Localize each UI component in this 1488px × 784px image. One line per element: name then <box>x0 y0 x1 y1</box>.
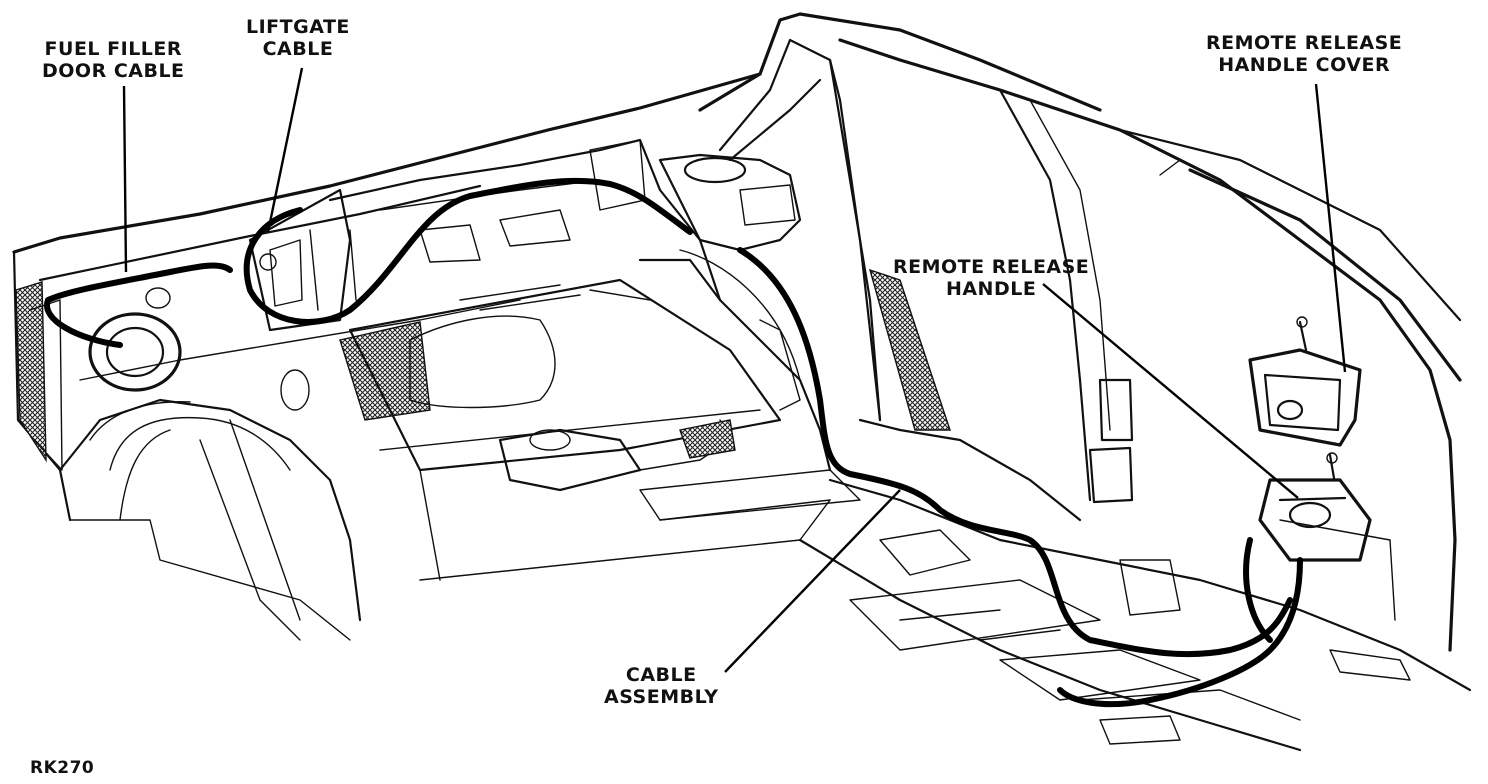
label-fuel-filler-line-2: DOOR CABLE <box>42 60 185 82</box>
cargo-floor <box>348 278 861 581</box>
leader-lines <box>122 67 1347 673</box>
rear-floor-sill <box>798 478 1472 752</box>
figure-id: RK270 <box>30 758 95 778</box>
fuel-filler-housing <box>88 287 310 411</box>
label-remote-release-handle-cover: REMOTE RELEASE HANDLE COVER <box>1206 32 1402 76</box>
fuel-filler-door-cable <box>44 262 233 348</box>
cargo-side-trim <box>328 138 722 421</box>
cable-assembly <box>737 247 1303 708</box>
rear-quarter-panel-left <box>12 72 762 641</box>
label-fuel-filler-line-1: FUEL FILLER <box>44 38 183 60</box>
label-remote-release-handle: REMOTE RELEASE HANDLE <box>893 256 1089 300</box>
label-liftgate-line-2: CABLE <box>262 38 334 60</box>
label-handle-line-2: HANDLE <box>945 278 1037 300</box>
label-cable-assembly: CABLE ASSEMBLY <box>604 664 719 708</box>
label-handle-line-1: REMOTE RELEASE <box>893 256 1090 278</box>
label-liftgate-line-1: LIFTGATE <box>246 16 350 38</box>
label-liftgate-cable: LIFTGATE CABLE <box>246 16 350 60</box>
label-cable-assembly-line-2: ASSEMBLY <box>604 686 719 708</box>
label-cable-assembly-line-1: CABLE <box>625 664 697 686</box>
label-handle-cover-line-2: HANDLE COVER <box>1218 54 1391 76</box>
rear-door-opening <box>828 38 1462 652</box>
label-fuel-filler-door-cable: FUEL FILLER DOOR CABLE <box>42 38 185 82</box>
liftgate-latch-area <box>248 188 357 332</box>
liftgate-cable <box>243 177 693 325</box>
label-handle-cover-line-1: REMOTE RELEASE <box>1206 32 1403 54</box>
remote-release-handle-assembly <box>1248 316 1372 562</box>
